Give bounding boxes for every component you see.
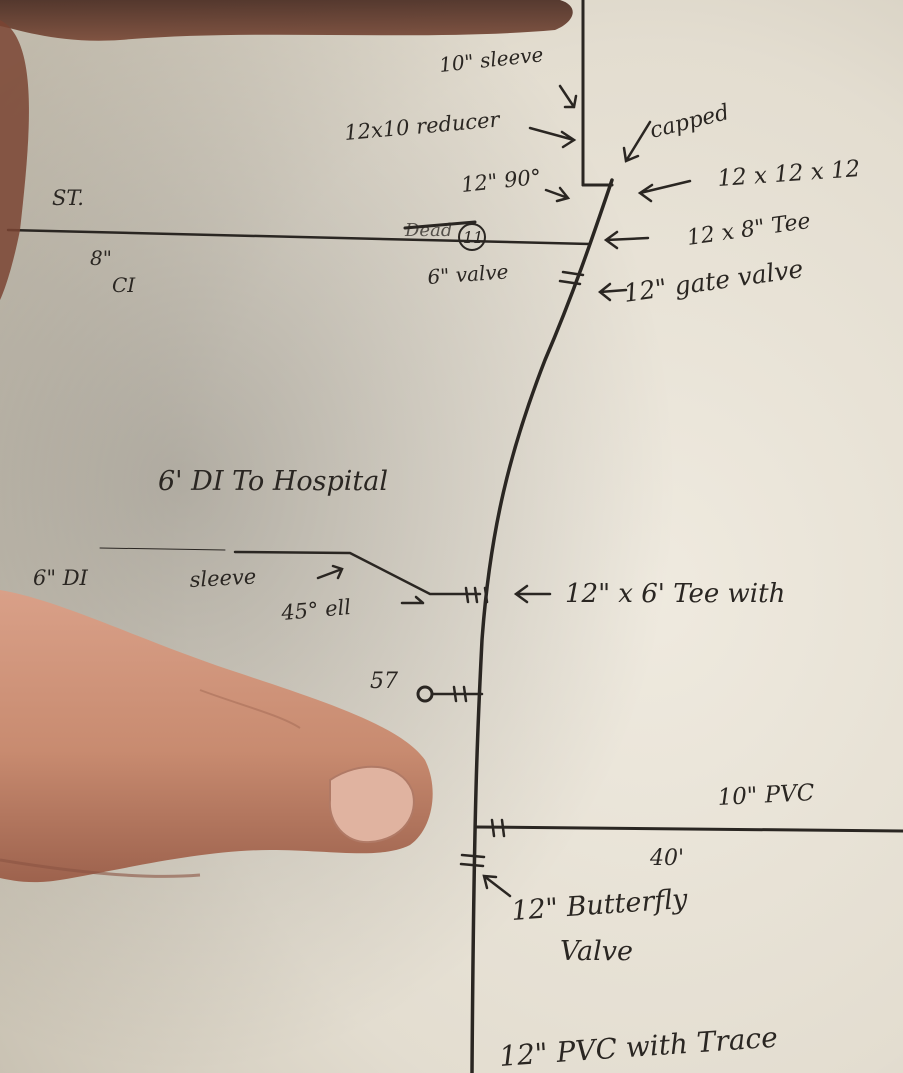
label-eight-ci-top: 8" <box>90 246 112 270</box>
arrows <box>316 84 692 898</box>
label-hospital: 6' DI To Hospital <box>158 466 388 497</box>
hospital-line <box>99 547 226 551</box>
fingernail <box>328 765 415 844</box>
pointing-hand <box>0 590 433 883</box>
label-dead: Dead <box>404 220 452 241</box>
label-street: ST. <box>52 186 84 210</box>
label-forty: 40' <box>649 846 684 871</box>
label-sleeve-mid: sleeve <box>189 565 257 592</box>
label-ten-pvc: 10" PVC <box>717 780 815 811</box>
street-line <box>6 228 592 246</box>
hospital-line-2 <box>233 550 482 596</box>
pipe-drawing <box>6 0 903 1073</box>
main-water-line <box>470 178 614 1073</box>
left-palm-edge <box>0 20 29 300</box>
label-six-valve: 6" valve <box>427 259 510 289</box>
ten-pvc-line <box>474 825 903 833</box>
circled-number-ring <box>458 223 486 251</box>
label-hydrant-num: 57 <box>370 669 398 694</box>
label-butterfly-line2: Valve <box>560 936 633 967</box>
label-circled-number: 11 <box>463 228 483 247</box>
label-six-di: 6" DI <box>33 566 89 590</box>
hydrant-symbol <box>416 685 434 703</box>
label-tee-12x6: 12" x 6' Tee with <box>565 579 785 609</box>
top-finger <box>0 0 573 41</box>
label-eight-ci-bottom: CI <box>112 273 136 297</box>
valve-marks <box>452 270 585 868</box>
